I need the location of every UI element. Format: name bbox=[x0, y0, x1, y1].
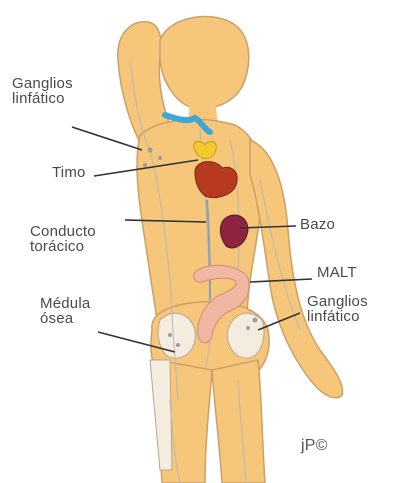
label-medula-osea: Médula ósea bbox=[40, 296, 90, 326]
label-bazo: Bazo bbox=[300, 217, 335, 232]
label-ganglios-linfatico-left: Ganglios linfático bbox=[12, 76, 73, 106]
label-conducto-toracico: Conducto torácico bbox=[30, 224, 96, 254]
signature-mark: jP© bbox=[301, 438, 328, 453]
label-timo: Timo bbox=[52, 165, 86, 180]
label-malt: MALT bbox=[317, 265, 357, 280]
body-silhouette bbox=[118, 17, 343, 483]
leader-ganglios-left bbox=[72, 127, 142, 150]
label-ganglios-linfatico-right: Ganglios linfático bbox=[307, 294, 368, 324]
